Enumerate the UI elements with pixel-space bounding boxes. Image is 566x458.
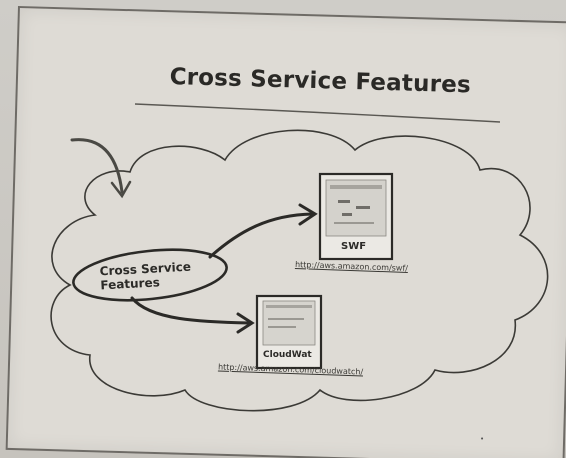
connector-to-cloudwatch-arrowhead <box>236 312 255 334</box>
swf-thumbnail-icon <box>318 172 394 261</box>
center-node-label: Cross Service Features <box>99 260 192 293</box>
pointer-arrowhead <box>110 180 132 199</box>
cloudwatch-thumbnail-icon <box>255 294 323 370</box>
title-underline <box>134 103 501 123</box>
swf-label: SWF <box>341 241 367 252</box>
connector-to-swf-arrowhead <box>298 203 318 226</box>
page-speck: • <box>480 435 485 443</box>
connector-to-cloudwatch <box>130 296 252 325</box>
center-node-ellipse <box>72 248 228 302</box>
cloud-shape <box>50 129 549 412</box>
cloudwatch-label: CloudWat <box>263 350 312 360</box>
pointer-arrow <box>70 138 124 194</box>
connector-to-swf <box>208 212 314 259</box>
